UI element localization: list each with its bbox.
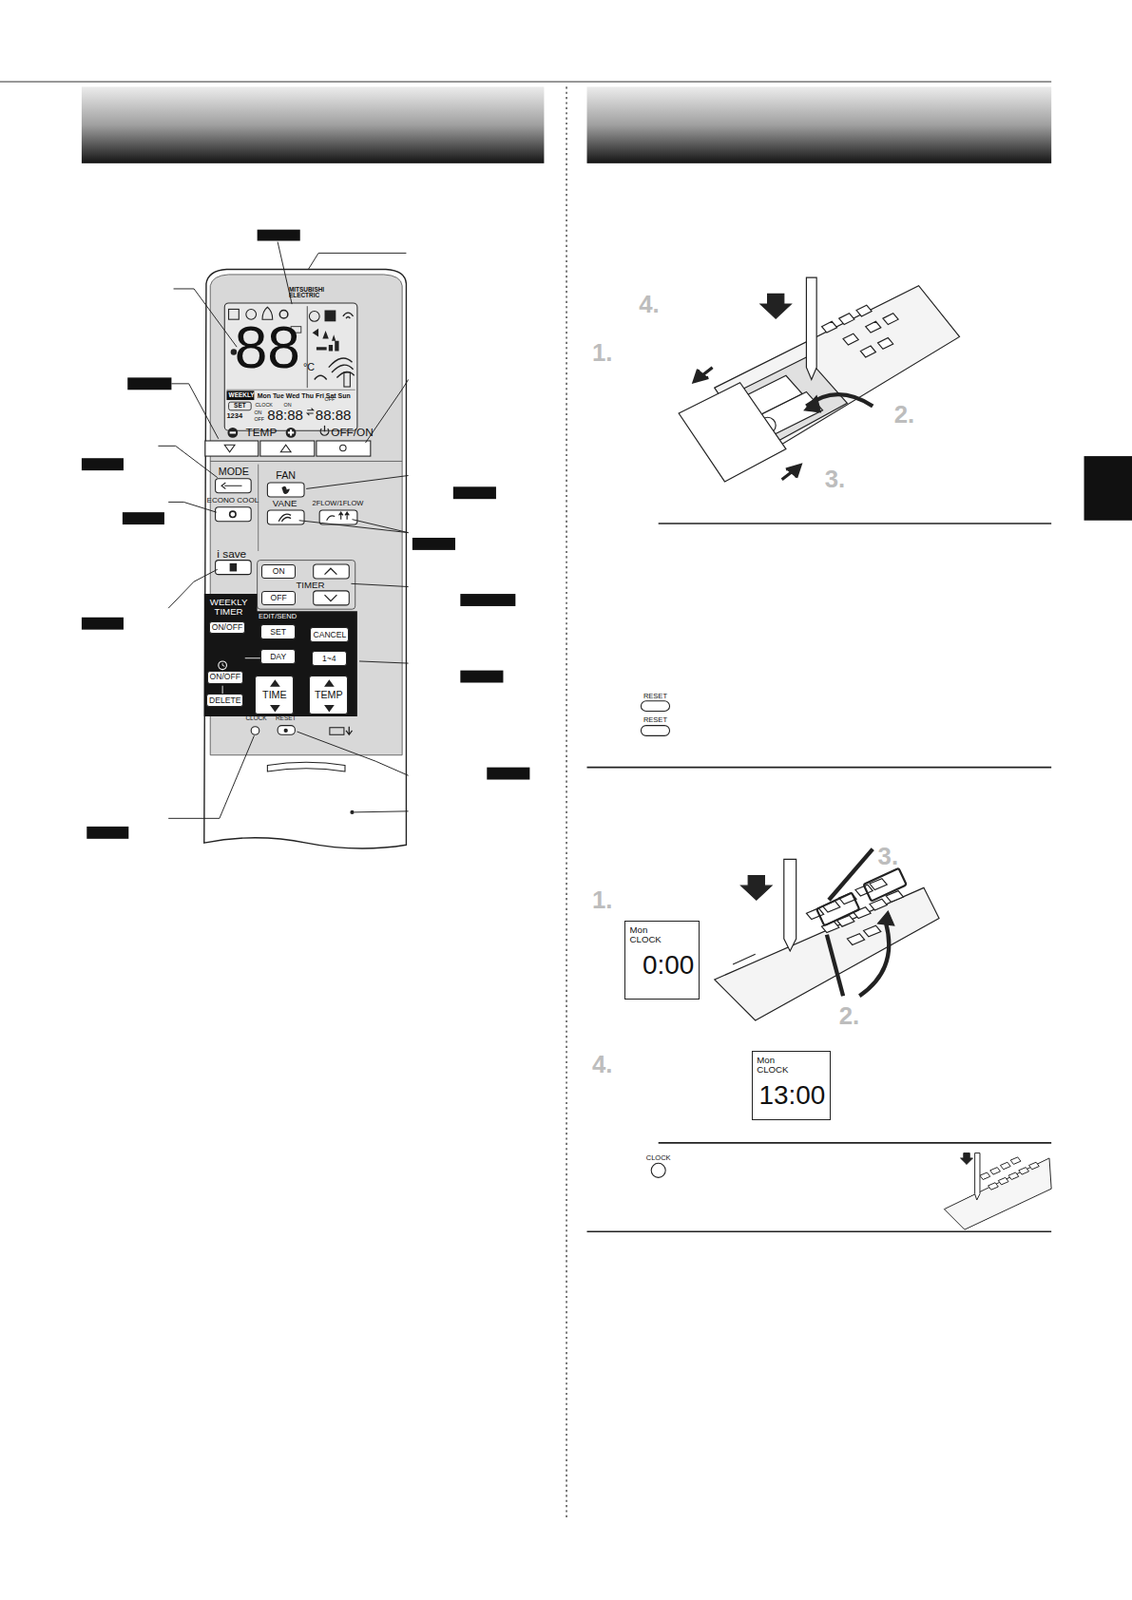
step-number: 3. xyxy=(878,844,900,870)
clock-display: MonCLOCK 13:00 xyxy=(751,1051,831,1121)
display-digits: 0:00 xyxy=(642,952,694,979)
lcd-indicator: 1234 xyxy=(226,412,243,421)
button-label: TEMP xyxy=(246,427,278,440)
button-text: 1~4 xyxy=(322,654,337,664)
button-label: EDIT/SEND xyxy=(258,613,297,621)
button-text: DAY xyxy=(269,652,287,662)
button-label: RESET xyxy=(275,715,296,722)
reset-button-icon xyxy=(640,701,670,737)
display-text: CLOCK xyxy=(756,1065,788,1075)
lcd-digits: 88 xyxy=(234,318,301,378)
remote-button: OFF xyxy=(261,591,297,606)
button-text: DELETE xyxy=(209,696,241,706)
step-number: 2. xyxy=(839,1004,861,1030)
section-rule xyxy=(658,522,1052,525)
clock-setting-figure xyxy=(714,849,940,1021)
callout-leaders xyxy=(157,242,408,820)
section-header-bar xyxy=(587,86,1053,164)
button-label: i save xyxy=(216,549,247,561)
button-label: CLOCK xyxy=(646,1154,672,1163)
lcd-indicator: ON xyxy=(253,410,262,416)
button-label: 2FLOW/1FLOW xyxy=(312,499,365,508)
battery-insertion-figure xyxy=(678,277,960,482)
lcd-weekdays: Mon Tue Wed Thu Fri Sat Sun xyxy=(257,392,351,400)
button-label: RESET xyxy=(643,692,668,701)
up-arrow xyxy=(324,679,335,688)
button-text: TIME xyxy=(262,690,288,701)
step-number: 1. xyxy=(592,341,614,366)
lcd-digits: 88:88 xyxy=(267,407,304,423)
button-text: ON/OFF xyxy=(210,672,241,682)
lcd-digits: 88:88 xyxy=(315,407,352,423)
step-number: 3. xyxy=(825,467,846,493)
display-text: Mon xyxy=(756,1055,775,1066)
remote-button: DELETE xyxy=(206,693,244,708)
step-number: 4. xyxy=(638,292,660,318)
button-text: ON/OFF xyxy=(211,623,243,633)
top-rule xyxy=(0,80,1052,82)
button-text: CANCEL xyxy=(312,631,346,640)
lcd-indicator: WEEKLY xyxy=(229,392,255,399)
button-label: OFF/ON xyxy=(330,427,374,440)
step-number: 4. xyxy=(592,1053,614,1078)
lcd-unit: °C xyxy=(303,362,315,373)
remote-button: ON/OFF xyxy=(207,671,244,685)
button-label: TIMER xyxy=(295,580,325,591)
remote-button: ON xyxy=(261,564,297,579)
button-text: ON xyxy=(272,567,286,576)
remote-button: 1~4 xyxy=(311,651,348,667)
small-remote-figure xyxy=(943,1153,1052,1231)
remote-button: TEMP xyxy=(308,675,348,715)
clock-button-icon xyxy=(651,1163,666,1178)
section-header-bar xyxy=(81,86,544,164)
button-label: VANE xyxy=(272,498,298,509)
section-rule xyxy=(587,767,1053,769)
remote-button: CANCEL xyxy=(309,627,349,642)
remote-button: SET xyxy=(260,624,297,640)
remote-button: ON/OFF xyxy=(209,621,246,634)
chapter-tab xyxy=(1084,456,1132,521)
button-label: RESET xyxy=(643,716,668,725)
remote-button: TIME xyxy=(254,675,294,715)
button-text: OFF xyxy=(270,594,288,603)
section-rule xyxy=(587,1230,1053,1233)
remote-button: DAY xyxy=(260,649,297,665)
step-number: 2. xyxy=(894,402,916,428)
callout-label-box xyxy=(81,230,530,840)
button-label: CLOCK xyxy=(245,715,267,722)
display-text: Mon xyxy=(630,925,649,936)
button-label: ECONO COOL xyxy=(207,497,260,505)
down-arrow xyxy=(270,705,282,713)
button-label: WEEKLY TIMER xyxy=(206,597,251,616)
down-arrow xyxy=(324,705,335,713)
button-text: SET xyxy=(269,628,287,637)
display-digits: 13:00 xyxy=(759,1082,826,1110)
step-number: 1. xyxy=(592,888,614,914)
button-label: MODE xyxy=(218,466,250,478)
clock-display: MonCLOCK 0:00 xyxy=(624,920,699,1001)
lcd-indicator: SET xyxy=(233,402,247,409)
lcd-indicator: OFF xyxy=(253,417,265,423)
section-rule xyxy=(658,1142,1052,1145)
up-arrow xyxy=(270,679,282,688)
column-divider xyxy=(565,86,567,1521)
lcd-indicator: OFF xyxy=(325,397,336,403)
display-text: CLOCK xyxy=(630,935,662,945)
brand-logo: MITSUBISHI ELECTRIC xyxy=(288,287,325,300)
button-text: TEMP xyxy=(314,690,344,701)
button-label: FAN xyxy=(275,470,296,481)
